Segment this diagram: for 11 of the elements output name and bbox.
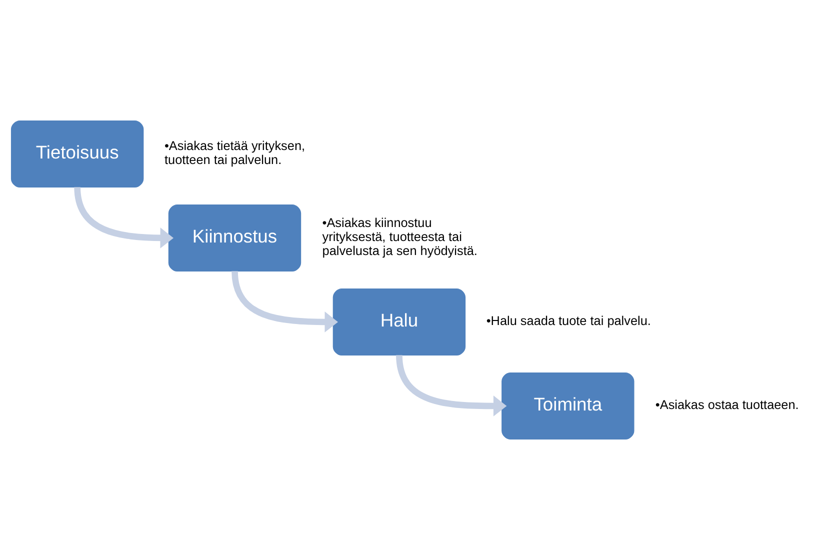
arrow <box>232 270 338 332</box>
arrow <box>396 354 507 416</box>
node-label: •Halu saada tuote tai palvelu. <box>486 314 651 328</box>
node-box: Tietoisuus <box>10 120 144 188</box>
node-label: •Asiakas ostaa tuottaeen. <box>655 398 799 412</box>
node-box: Toiminta <box>502 372 634 440</box>
node-box: Halu <box>332 288 466 356</box>
node-box: Kiinnostus <box>168 204 302 272</box>
node-label: •Asiakas tietää yrityksen, tuotteen tai palvelun. <box>164 138 306 167</box>
arrow <box>74 186 174 248</box>
node-label: •Asiakas kiinnostuu yrityksestä, tuotteesta tai palvelusta ja sen hyödyistä. <box>322 215 478 258</box>
